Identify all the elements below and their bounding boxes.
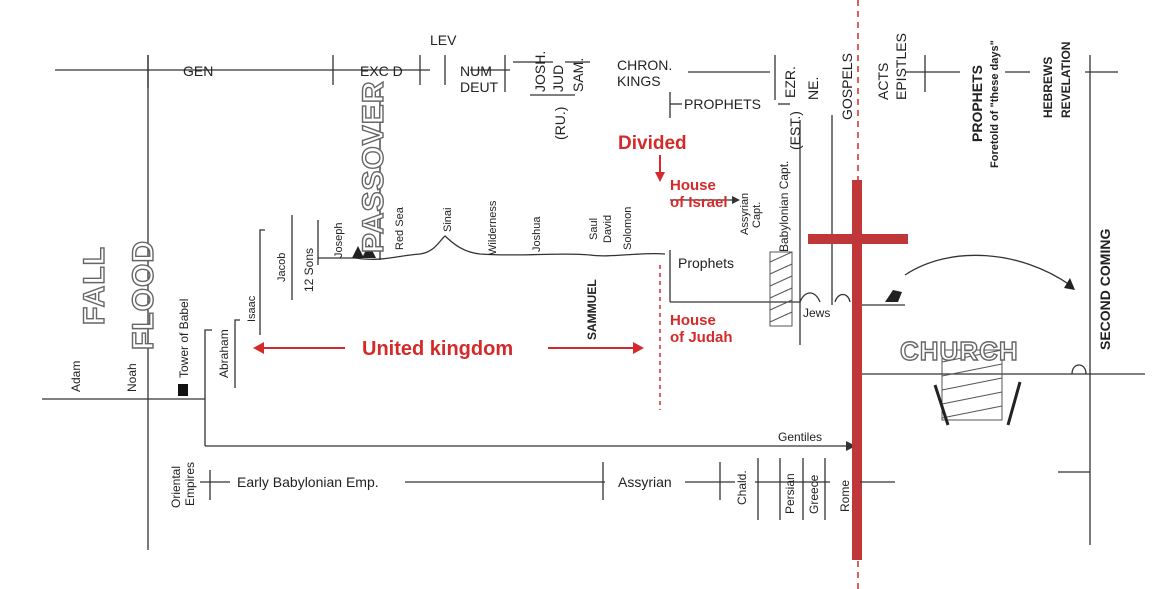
book-est: (EST.) (787, 111, 803, 150)
book-exod: EXC D (360, 63, 403, 79)
second-coming-hump (1071, 364, 1087, 375)
church-arrow-left (933, 384, 950, 426)
label-assyrian-capt-2: Capt. (751, 202, 763, 228)
label-assyrian: Assyrian (618, 474, 672, 490)
step-abraham (204, 329, 212, 375)
babylonian-captivity-hatch (769, 251, 793, 327)
label-house-judah-2: of Judah (670, 329, 733, 346)
books-timeline: GEN LEV EXC D NUM DEUT JOSH. JUD (RU.) S… (55, 32, 1118, 168)
label-joseph: Joseph (333, 223, 345, 258)
label-red-sea: Red Sea (394, 206, 406, 250)
label-flood: FLOOD (127, 240, 160, 350)
book-revelation: REVELATION (1059, 42, 1073, 118)
label-greece: Greece (807, 474, 821, 514)
united-arrowhead-right (633, 342, 644, 354)
label-david: David (602, 215, 614, 243)
label-wilderness: Wilderness (487, 200, 499, 255)
label-joshua: Joshua (531, 216, 543, 252)
label-prophets: Prophets (678, 255, 734, 271)
jews-hump (799, 292, 821, 303)
divided-arrowhead (655, 172, 665, 182)
label-tower-of-babel: Tower of Babel (177, 299, 191, 378)
book-jud: JUD (550, 65, 566, 92)
rapture-arc (904, 254, 1071, 286)
label-empires: Empires (183, 462, 197, 506)
cross-vertical (852, 180, 862, 560)
label-united-kingdom: United kingdom (362, 338, 513, 360)
label-divided: Divided (618, 133, 687, 154)
book-josh: JOSH. (532, 51, 548, 92)
book-ne: NE. (805, 77, 821, 100)
step-abraham-2 (234, 319, 240, 388)
label-sinai: Sinai (442, 208, 454, 232)
label-fall: FALL (78, 246, 111, 325)
book-ezr: EZR. (782, 66, 798, 98)
tower-icon (178, 384, 188, 396)
book-kings: KINGS (617, 73, 661, 89)
book-prophets: PROPHETS (684, 96, 761, 112)
mountain-2 (362, 244, 376, 258)
label-solomon: Solomon (622, 207, 634, 250)
journey-line (318, 235, 666, 260)
step-isaac (259, 229, 265, 335)
label-chald: Chald. (735, 470, 749, 505)
label-passover: PASSOVER (357, 81, 390, 254)
jews-hump-2 (834, 293, 851, 303)
book-epistles: EPISTLES (893, 33, 909, 100)
foretold-note: Foretold of "these days" (989, 40, 1001, 168)
main-structure (42, 0, 1145, 589)
label-noah: Noah (125, 363, 139, 392)
label-sammuel: SAMMUEL (585, 279, 599, 340)
label-gentiles: Gentiles (778, 430, 822, 444)
label-early-babylonian: Early Babylonian Emp. (237, 474, 379, 490)
cross-horizontal (808, 234, 908, 244)
label-rome: Rome (838, 480, 852, 512)
book-gospels: GOSPELS (839, 53, 855, 120)
label-isaac: Isaac (246, 295, 258, 322)
united-arrowhead-left (253, 342, 264, 354)
book-prophets-future: PROPHETS (969, 65, 985, 142)
label-12-sons: 12 Sons (302, 248, 316, 292)
church-hatch (941, 349, 1003, 421)
label-oriental: Oriental (169, 466, 183, 508)
book-deut: DEUT (460, 79, 499, 95)
label-adam: Adam (69, 361, 83, 392)
book-lev: LEV (430, 32, 457, 48)
gentiles-arrowhead (846, 441, 856, 451)
label-second-coming: SECOND COMING (1097, 229, 1113, 350)
label-jacob: Jacob (276, 253, 288, 282)
book-sam: SAM. (570, 58, 586, 92)
label-house-judah-1: House (670, 312, 716, 329)
israel-arrowhead (732, 196, 740, 204)
label-jews: Jews (803, 306, 830, 320)
label-house-israel-1: House (670, 177, 716, 194)
book-hebrews: HEBREWS (1041, 57, 1055, 118)
label-abraham: Abraham (217, 329, 231, 378)
book-num: NUM (460, 63, 492, 79)
label-house-israel-2: of Israel (670, 194, 728, 211)
label-persian: Persian (783, 473, 797, 514)
book-ru: (RU.) (552, 107, 568, 140)
kneeling-figure-icon (885, 290, 902, 302)
rapture-arrowhead (1064, 278, 1075, 290)
label-babylonian-capt: Babylonian Capt. (777, 161, 791, 252)
book-acts: ACTS (875, 63, 891, 100)
book-chron: CHRON. (617, 57, 672, 73)
church-arrow-right (1006, 381, 1022, 426)
book-gen: GEN (183, 63, 213, 79)
label-saul: Saul (588, 218, 600, 240)
mountain-1 (352, 246, 364, 258)
label-assyrian-capt-1: Assyrian (739, 193, 751, 235)
label-church: CHURCH (900, 336, 1019, 366)
